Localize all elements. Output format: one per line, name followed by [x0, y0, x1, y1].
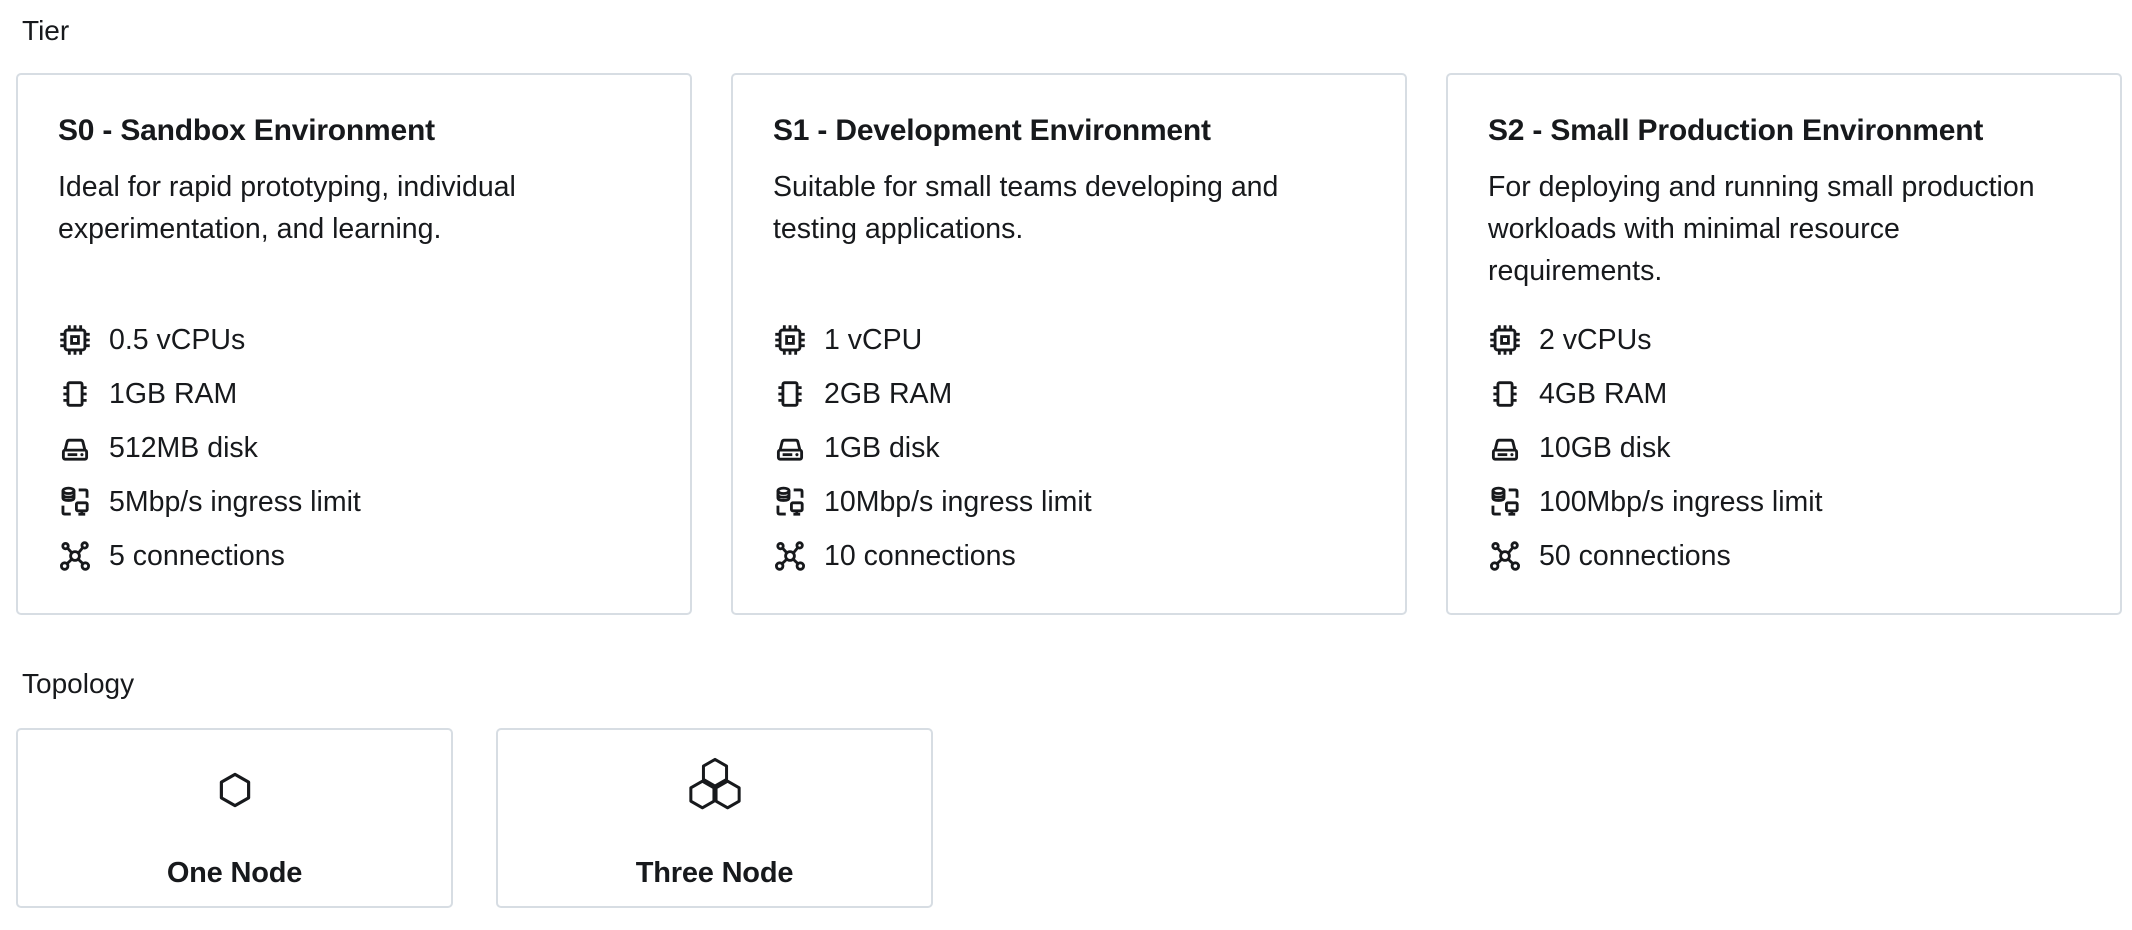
spec-row-ingress: 10Mbp/s ingress limit [773, 475, 1365, 529]
spec-row-cpu: 1 vCPU [773, 313, 1365, 367]
ram-icon [773, 377, 807, 411]
topology-card-list: One Node Three Node [16, 728, 2132, 908]
disk-icon [1488, 431, 1522, 465]
topology-option-label: One Node [166, 857, 303, 889]
tier-card-description: Ideal for rapid prototyping, individual … [58, 171, 516, 245]
spec-text: 2GB RAM [824, 378, 953, 410]
spec-text: 5Mbp/s ingress limit [109, 486, 361, 518]
topology-card-one-node[interactable]: One Node [16, 728, 453, 908]
spec-text: 50 connections [1539, 540, 1731, 572]
spec-row-ingress: 100Mbp/s ingress limit [1488, 475, 2080, 529]
spec-list: 1 vCPU 2GB RAM 1GB disk 10Mbp/s ingress … [773, 313, 1365, 583]
spec-row-disk: 10GB disk [1488, 421, 2080, 475]
tier-section-label: Tier [22, 15, 70, 46]
tier-card-list: S0 - Sandbox Environment Ideal for rapid… [16, 73, 2132, 615]
spec-text: 4GB RAM [1539, 378, 1668, 410]
connections-icon [1488, 539, 1522, 573]
spec-row-cpu: 2 vCPUs [1488, 313, 2080, 367]
spec-text: 1GB disk [824, 432, 940, 464]
spec-text: 100Mbp/s ingress limit [1539, 486, 1823, 518]
spec-text: 0.5 vCPUs [109, 324, 246, 356]
ram-icon [58, 377, 92, 411]
spec-list: 2 vCPUs 4GB RAM 10GB disk 100Mbp/s ingre… [1488, 313, 2080, 583]
spec-row-connections: 50 connections [1488, 529, 2080, 583]
spec-row-connections: 10 connections [773, 529, 1365, 583]
topology-section-label: Topology [22, 668, 135, 699]
spec-text: 1 vCPU [824, 324, 923, 356]
spec-row-disk: 1GB disk [773, 421, 1365, 475]
cpu-icon [773, 323, 807, 357]
spec-list: 0.5 vCPUs 1GB RAM 512MB disk 5Mbp/s ingr… [58, 313, 650, 583]
tier-section: Tier S0 - Sandbox Environment Ideal for … [16, 14, 2132, 615]
topology-option-label: Three Node [635, 857, 794, 889]
spec-text: 10Mbp/s ingress limit [824, 486, 1092, 518]
spec-row-cpu: 0.5 vCPUs [58, 313, 650, 367]
spec-row-connections: 5 connections [58, 529, 650, 583]
one-node-icon [216, 755, 254, 825]
tier-card-s1[interactable]: S1 - Development Environment Suitable fo… [731, 73, 1407, 615]
tier-card-title: S2 - Small Production Environment [1488, 114, 1984, 147]
tier-card-description: Suitable for small teams developing and … [773, 171, 1279, 245]
tier-card-title: S0 - Sandbox Environment [58, 114, 435, 147]
cpu-icon [1488, 323, 1522, 357]
spec-text: 10 connections [824, 540, 1016, 572]
tier-card-s2[interactable]: S2 - Small Production Environment For de… [1446, 73, 2122, 615]
spec-text: 5 connections [109, 540, 285, 572]
spec-row-disk: 512MB disk [58, 421, 650, 475]
spec-text: 10GB disk [1539, 432, 1671, 464]
deployment-config-form: Tier S0 - Sandbox Environment Ideal for … [16, 14, 2132, 908]
disk-icon [58, 431, 92, 465]
spec-row-ram: 1GB RAM [58, 367, 650, 421]
ram-icon [1488, 377, 1522, 411]
spec-text: 1GB RAM [109, 378, 238, 410]
spec-row-ingress: 5Mbp/s ingress limit [58, 475, 650, 529]
cpu-icon [58, 323, 92, 357]
tier-card-title: S1 - Development Environment [773, 114, 1211, 147]
disk-icon [773, 431, 807, 465]
ingress-icon [1488, 485, 1522, 519]
three-node-icon [679, 755, 751, 825]
topology-section: Topology One Node Three Node [16, 667, 2132, 908]
ingress-icon [773, 485, 807, 519]
connections-icon [773, 539, 807, 573]
tier-card-s0[interactable]: S0 - Sandbox Environment Ideal for rapid… [16, 73, 692, 615]
spec-text: 512MB disk [109, 432, 258, 464]
spec-row-ram: 4GB RAM [1488, 367, 2080, 421]
tier-card-description: For deploying and running small producti… [1488, 171, 2035, 287]
ingress-icon [58, 485, 92, 519]
spec-row-ram: 2GB RAM [773, 367, 1365, 421]
topology-card-three-node[interactable]: Three Node [496, 728, 933, 908]
spec-text: 2 vCPUs [1539, 324, 1652, 356]
connections-icon [58, 539, 92, 573]
